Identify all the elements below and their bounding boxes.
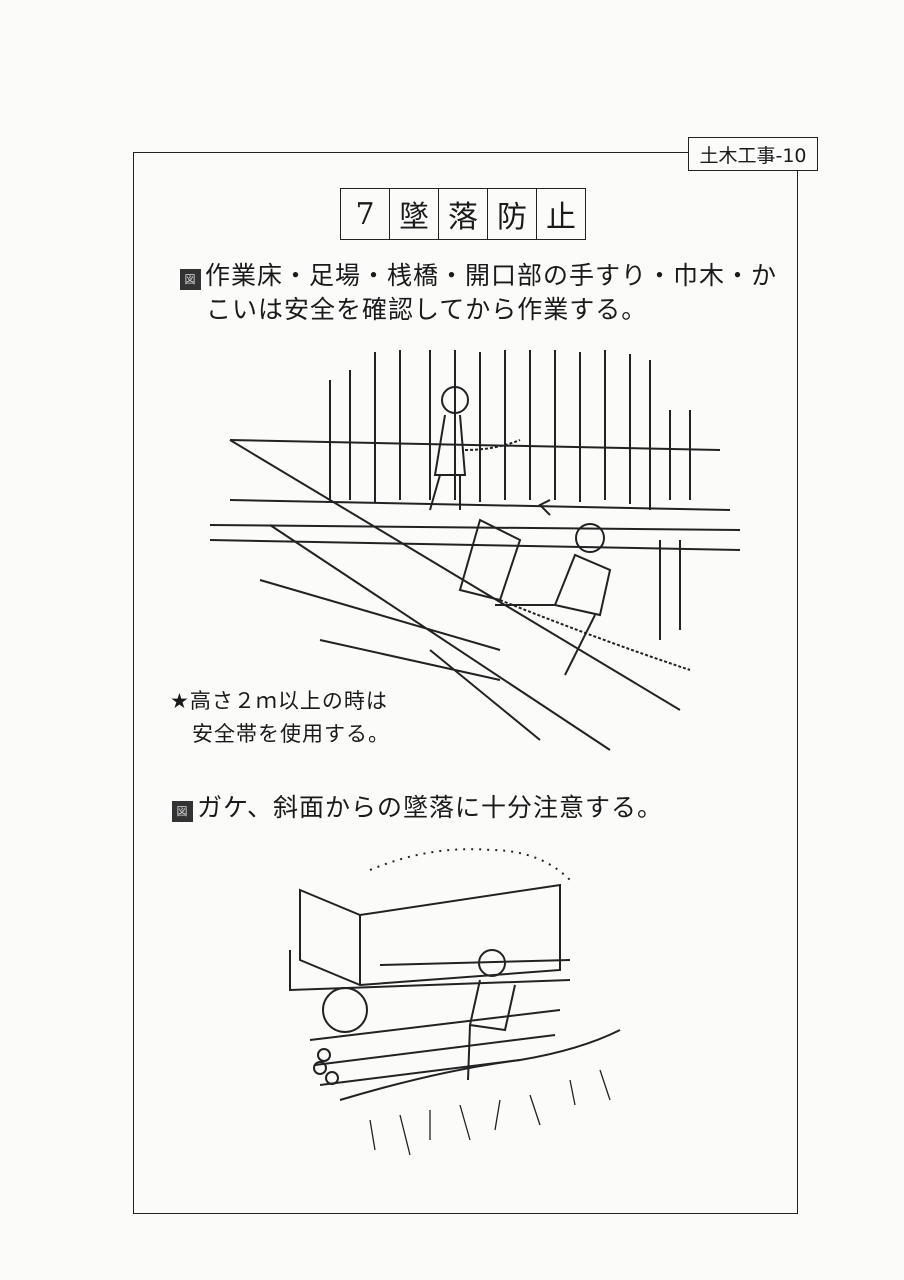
title-char: 墜 (389, 189, 438, 239)
instruction-text: 作業床・足場・桟橋・開口部の手すり・巾木・か (205, 261, 778, 290)
instruction-text: ガケ、斜面からの墜落に十分注意する。 (197, 793, 664, 822)
note-line-2: 安全帯を使用する。 (192, 718, 390, 748)
instruction-1-line-2: こいは安全を確認してから作業する。 (206, 295, 648, 324)
instruction-1-line-1: 図作業床・足場・桟橋・開口部の手すり・巾木・か (180, 256, 777, 292)
section-title: 7 墜 落 防 止 (340, 188, 586, 240)
sheet-piles (329, 350, 691, 640)
marker-icon: 図 (172, 801, 193, 822)
note-line-1: ★高さ２ｍ以上の時は (170, 685, 388, 715)
marker-icon: 図 (180, 269, 201, 290)
title-char: 落 (438, 189, 487, 239)
illustration-truck-cliff (289, 848, 621, 1156)
illustration-scaffold-fall (209, 350, 740, 751)
title-number: 7 (340, 189, 389, 239)
instruction-2: 図ガケ、斜面からの墜落に十分注意する。 (172, 788, 663, 824)
page-tag: 土木工事-10 (688, 137, 818, 171)
page-frame (133, 152, 798, 1214)
title-char: 止 (536, 189, 586, 239)
title-char: 防 (487, 189, 536, 239)
